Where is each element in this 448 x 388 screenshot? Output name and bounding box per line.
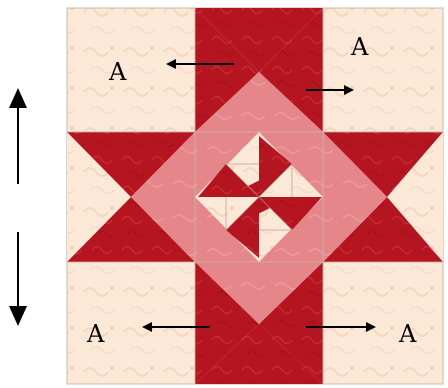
label-a-top-right: A <box>350 33 369 61</box>
arrow-up-icon <box>9 88 27 184</box>
corner-square-top-right <box>323 8 443 132</box>
label-a-bottom-right: A <box>398 320 417 348</box>
label-a-top-left: A <box>108 58 127 86</box>
star-point-right <box>323 132 443 262</box>
star-point-bottom <box>195 262 323 384</box>
star-point-left <box>67 132 195 262</box>
center-pinwheel-block <box>195 132 323 262</box>
corner-square-top-left <box>67 8 195 132</box>
corner-square-bottom-right <box>323 262 443 384</box>
arrow-down-icon <box>9 232 27 326</box>
label-a-bottom-left: A <box>86 320 105 348</box>
star-point-top <box>195 8 323 132</box>
